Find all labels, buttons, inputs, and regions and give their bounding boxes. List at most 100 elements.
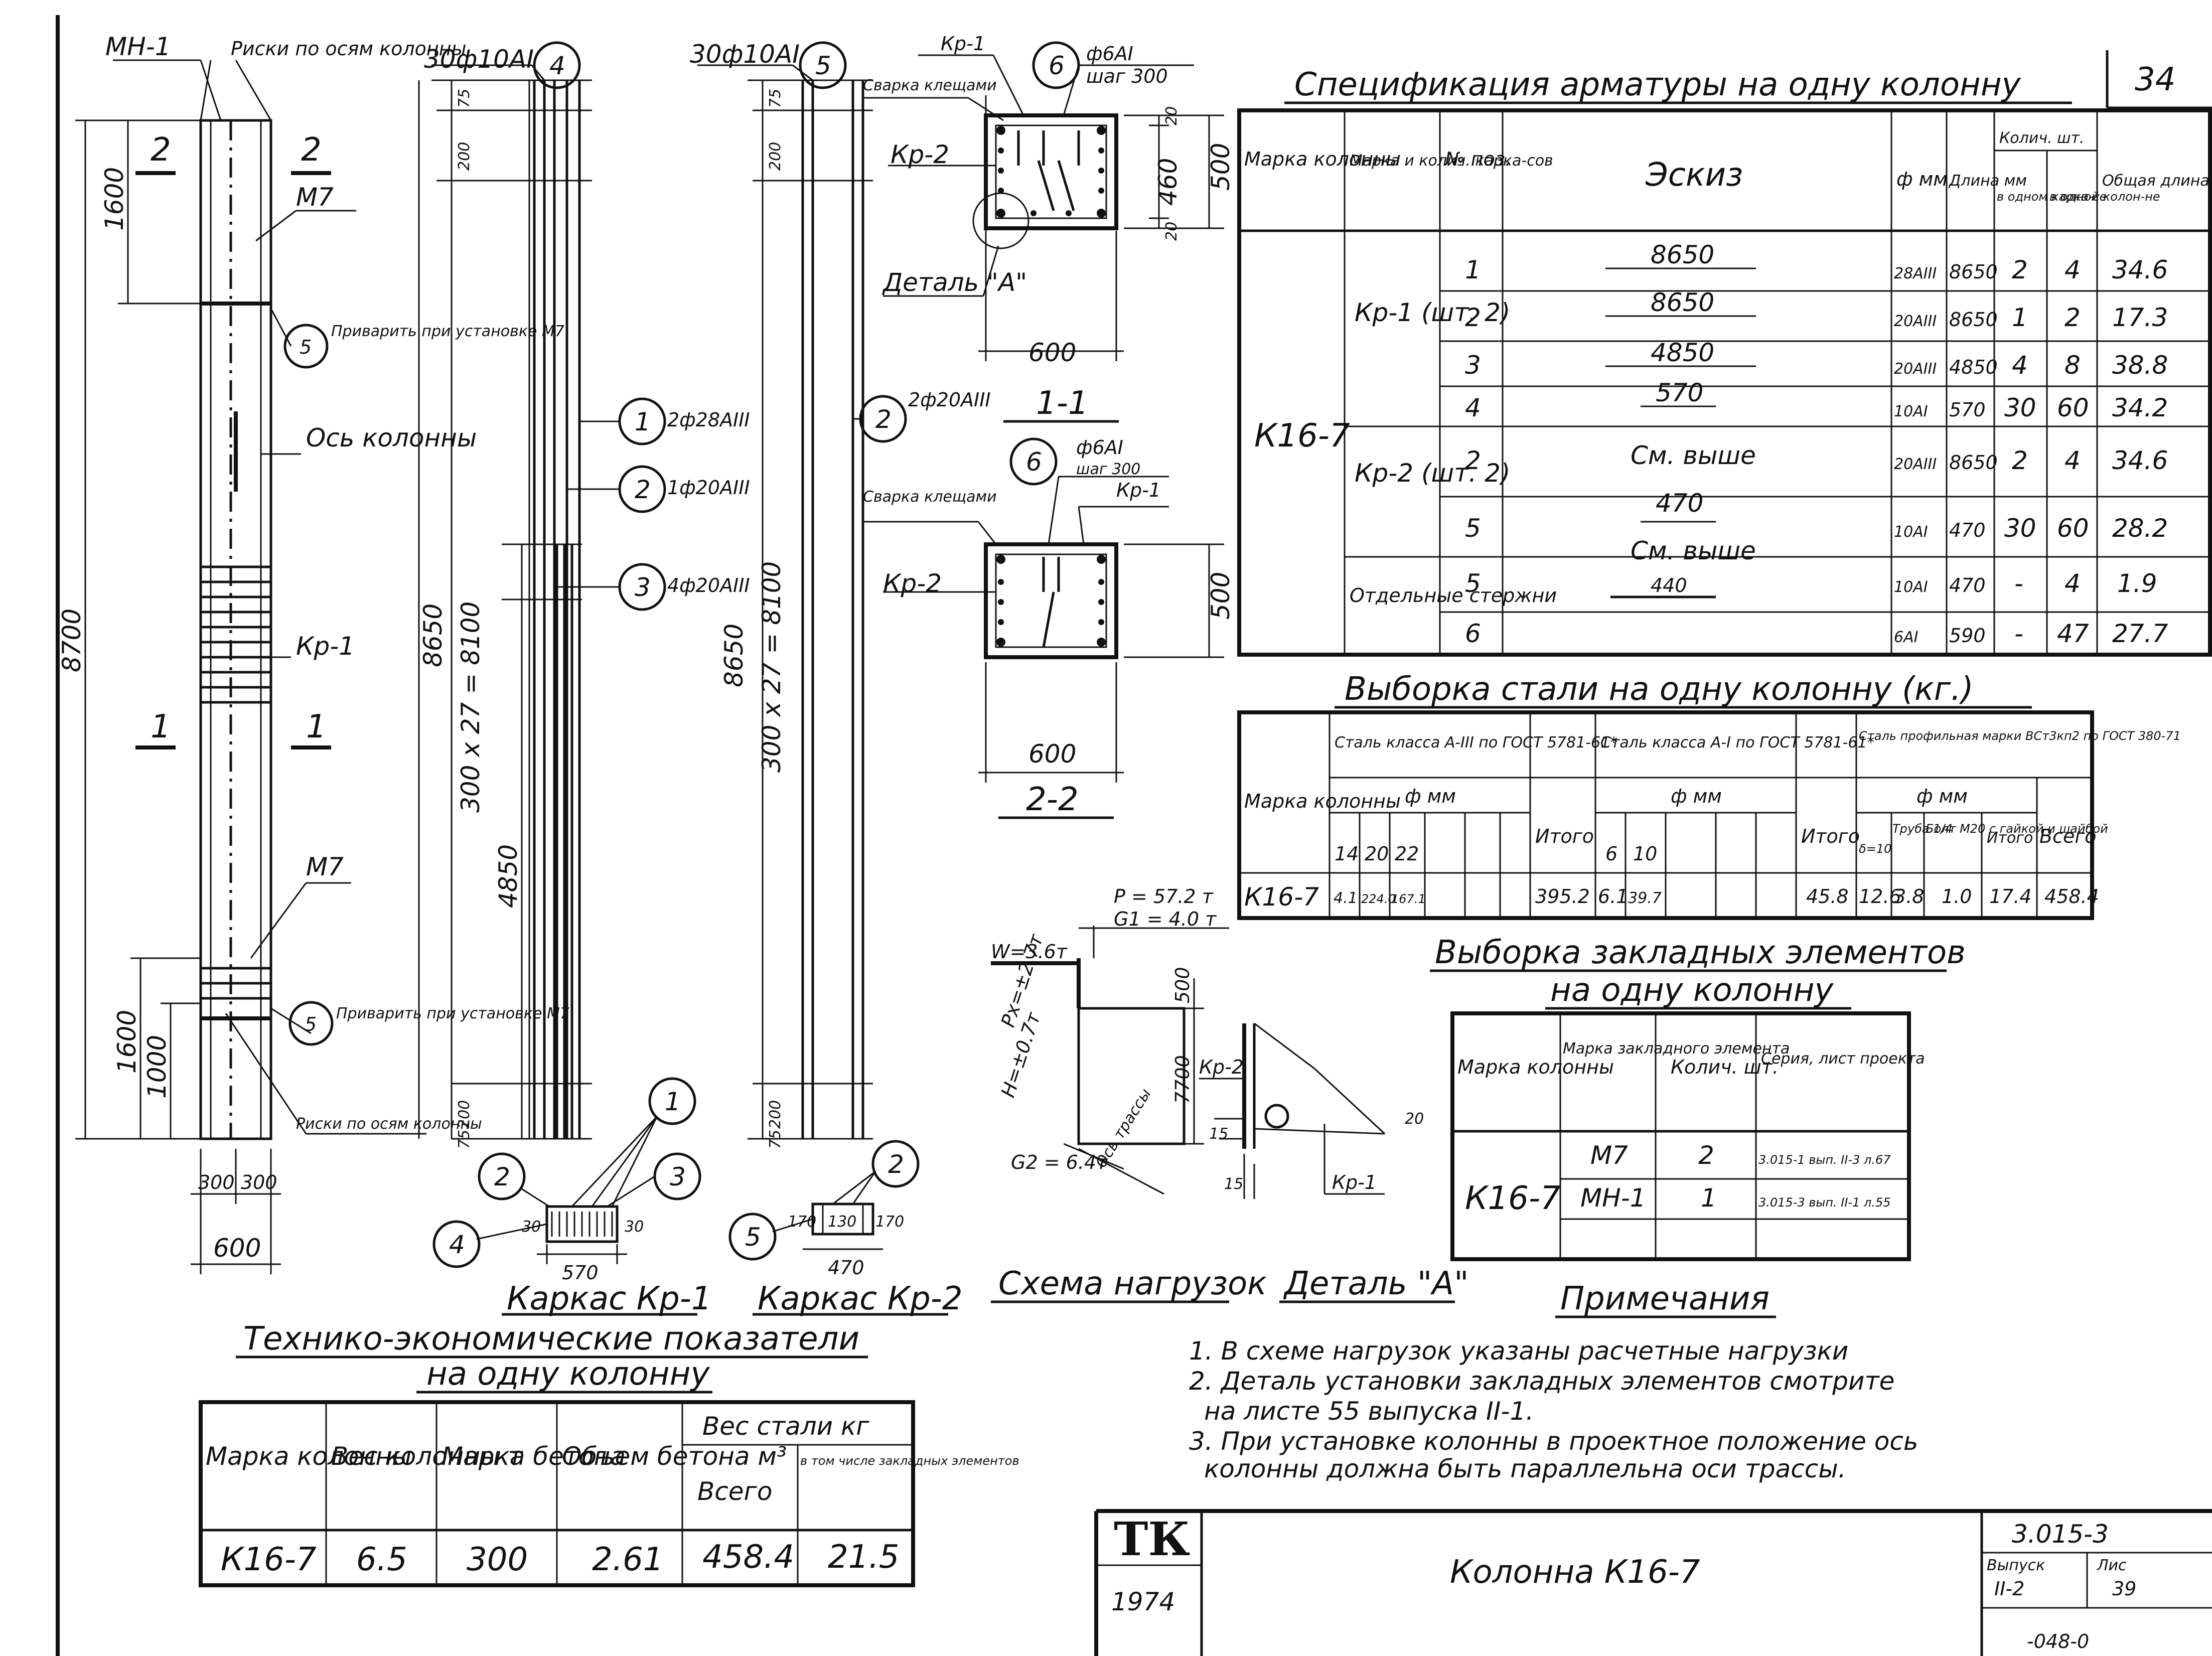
spec-h-length: Длина мм [1948, 172, 2027, 190]
steel-row: К16-7 4.1 224.0 167.1 395.2 6.1 39.7 45.… [1244, 882, 2099, 912]
note-line-5: колонны должна быть параллельна оси трас… [1204, 1454, 1846, 1483]
detail-kp2: Кр-2 [1199, 1056, 1244, 1078]
spec-cell-pos: 2 [1465, 446, 1481, 475]
embed-mark: К16-7 [1465, 1180, 1561, 1217]
steel-h-d20: 20 [1365, 843, 1389, 865]
kr1-bottom-pos-3: 3 [670, 1162, 686, 1191]
s11-dim-20a: 20 [1163, 106, 1181, 125]
steel-h-g1: Сталь класса А-III по ГОСТ 5781-61* [1335, 734, 1617, 751]
kr1-dim-8650: 8650 [418, 604, 448, 667]
steel-h-d10: 10 [1633, 843, 1657, 865]
detail-dim-15a: 15 [1209, 1125, 1228, 1143]
tep-h-volume: Объем бетона м³ [562, 1442, 787, 1471]
embed-cell-elem: М7 [1590, 1141, 1628, 1170]
tep-h-incl: в том числе закладных элементов [800, 1454, 1019, 1468]
steel-h-p2: Труба 1/4 [1892, 822, 1953, 836]
kr1-dim-75-bottom: 75 [456, 1130, 473, 1149]
load-dim-500: 500 [1171, 967, 1194, 1003]
s22-dim-600: 600 [1028, 739, 1076, 769]
column-elevation [75, 59, 426, 1274]
kr2-dim-170b: 170 [875, 1213, 904, 1231]
s11-detail: Деталь "А" [882, 268, 1027, 297]
dim-300-b: 300 [241, 1171, 277, 1193]
spec-cell-len: 470 [1949, 519, 1986, 541]
kr2-caption: Каркас Кр-2 [758, 1280, 963, 1317]
tep-h-concrete: Марка бетона [441, 1442, 626, 1471]
tk-logo: ТК [1114, 1512, 1190, 1566]
embed-row: М7 2 3.015-1 вып. II-3 л.67 [1590, 1141, 1891, 1170]
spec-cell-len: 470 [1949, 574, 1986, 596]
kr1-callout-1-text: 2ф28АIII [667, 409, 750, 431]
section-mark-2b: 2 [301, 131, 322, 169]
dim-8700: 8700 [57, 609, 86, 672]
spec-cell-sketch: 440 [1651, 574, 1687, 596]
steel-h-dia-3: ф мм [1916, 785, 1968, 807]
load-dim-7700: 7700 [1171, 1055, 1194, 1104]
spec-cell-n1: 30 [2004, 514, 2036, 543]
mn1-label: МН-1 [105, 32, 171, 61]
note-line-4: 3. При установке колонны в проектное пол… [1189, 1427, 1918, 1456]
kr1-callout-3-pos: 3 [635, 573, 651, 602]
spec-cell-n1: 2 [2012, 255, 2028, 284]
s11-dim-600: 600 [1028, 338, 1076, 367]
spec-cell-n2: 60 [2057, 393, 2089, 422]
steel-cell-p1: 12.6 [1859, 885, 1901, 908]
tep-table-grid [199, 1400, 915, 1587]
embed-table-grid [1450, 1011, 1911, 1261]
s11-dim-500: 500 [1206, 143, 1235, 191]
steel-h-itogo-2: Итого [1801, 825, 1860, 847]
spec-cell-n2: 47 [2057, 619, 2089, 648]
load-w: W=3.6т [991, 941, 1068, 963]
spec-group-name: Кр-2 (шт. 2) [1355, 459, 1510, 488]
spec-cell-n2: 8 [2064, 351, 2081, 380]
kr1-dim-200-bottom: 200 [456, 1100, 473, 1129]
tep-subtitle: на одну колонну [426, 1356, 710, 1393]
kr1-top-label: 30ф10АI [424, 45, 534, 74]
kr2-dim-200-top: 200 [767, 142, 784, 171]
spec-cell-total: 34.2 [2112, 393, 2168, 422]
spec-title: Спецификация арматуры на одну колонну [1294, 66, 2021, 103]
tep-title: Технико-экономические показатели [243, 1320, 859, 1358]
load-g2: G2 = 6.4т [1011, 1151, 1108, 1173]
spec-h-qty-cage: в одном карка-се [1997, 190, 2107, 204]
kr2-bottom-pos-2: 2 [888, 1150, 904, 1179]
spec-row: 5 470 10АI 470 30 60 28.2 [1465, 489, 2168, 543]
steel-cell-6: 6.1 [1598, 885, 1628, 908]
s22-weld: Сварка клещами [863, 488, 997, 506]
steel-cell-all: 458.4 [2044, 885, 2099, 908]
spec-table-grid [1237, 108, 2212, 657]
kr1-top-pos: 4 [549, 51, 565, 80]
kr1-dim-30a: 30 [522, 1218, 541, 1236]
spec-row: 6 440 6АI 590 - 47 27.7 [1465, 574, 2168, 648]
embed-cell-qty: 1 [1701, 1183, 1717, 1213]
embed-row: МН-1 1 3.015-3 вып. II-1 л.55 [1580, 1183, 1891, 1213]
spec-h-pos: № поз. [1444, 148, 1511, 170]
weld-bottom-note: Приварить при установке М7 [336, 1005, 569, 1022]
section-1-1 [863, 41, 1224, 361]
kr1-dim-spacing: 300 x 27 = 8100 [456, 601, 485, 813]
steel-h-itogo-3: Итого [1987, 829, 2033, 847]
spec-cell-dia: 28АIII [1894, 265, 1937, 282]
spec-cell-total: 27.7 [2112, 619, 2168, 648]
kr2-callout-text: 2ф20АIII [908, 389, 991, 411]
kr2-top-label: 30ф10АI [690, 40, 800, 69]
spec-cell-total: 34.6 [2112, 446, 2168, 475]
steel-h-g2: Сталь класса А-I по ГОСТ 5781-61* [1600, 734, 1875, 751]
s11-kp2: Кр-2 [891, 140, 949, 169]
kr1-dim-200-top: 200 [456, 142, 473, 171]
section-mark-1b: 1 [306, 708, 327, 745]
spec-cell-sketch: 470 [1656, 489, 1703, 518]
riski-top-label: Риски по осям колонны [231, 38, 467, 60]
dim-300-a: 300 [198, 1171, 235, 1193]
spec-cell-pos: 1 [1465, 255, 1481, 284]
dim-1600-bottom: 1600 [112, 1010, 141, 1074]
m7-top-label: М7 [296, 183, 334, 212]
spec-group-separate: Отдельные стержни 5 См. выше 10АI 470 - … [1350, 536, 2168, 648]
kr1-callout-2-text: 1ф20АIII [667, 477, 750, 499]
s11-step: шаг 300 [1086, 65, 1168, 87]
tep-h-steel: Вес стали кг [702, 1412, 869, 1441]
spec-group-kp2: Кр-2 (шт. 2) 2 См. выше 20АIII 8650 2 4 … [1355, 441, 2168, 543]
spec-h-qty-col: в одной колон-не [2049, 190, 2160, 204]
kr2-dim-200-bottom: 200 [767, 1100, 784, 1129]
embed-h-series: Серия, лист проекта [1761, 1050, 1925, 1068]
